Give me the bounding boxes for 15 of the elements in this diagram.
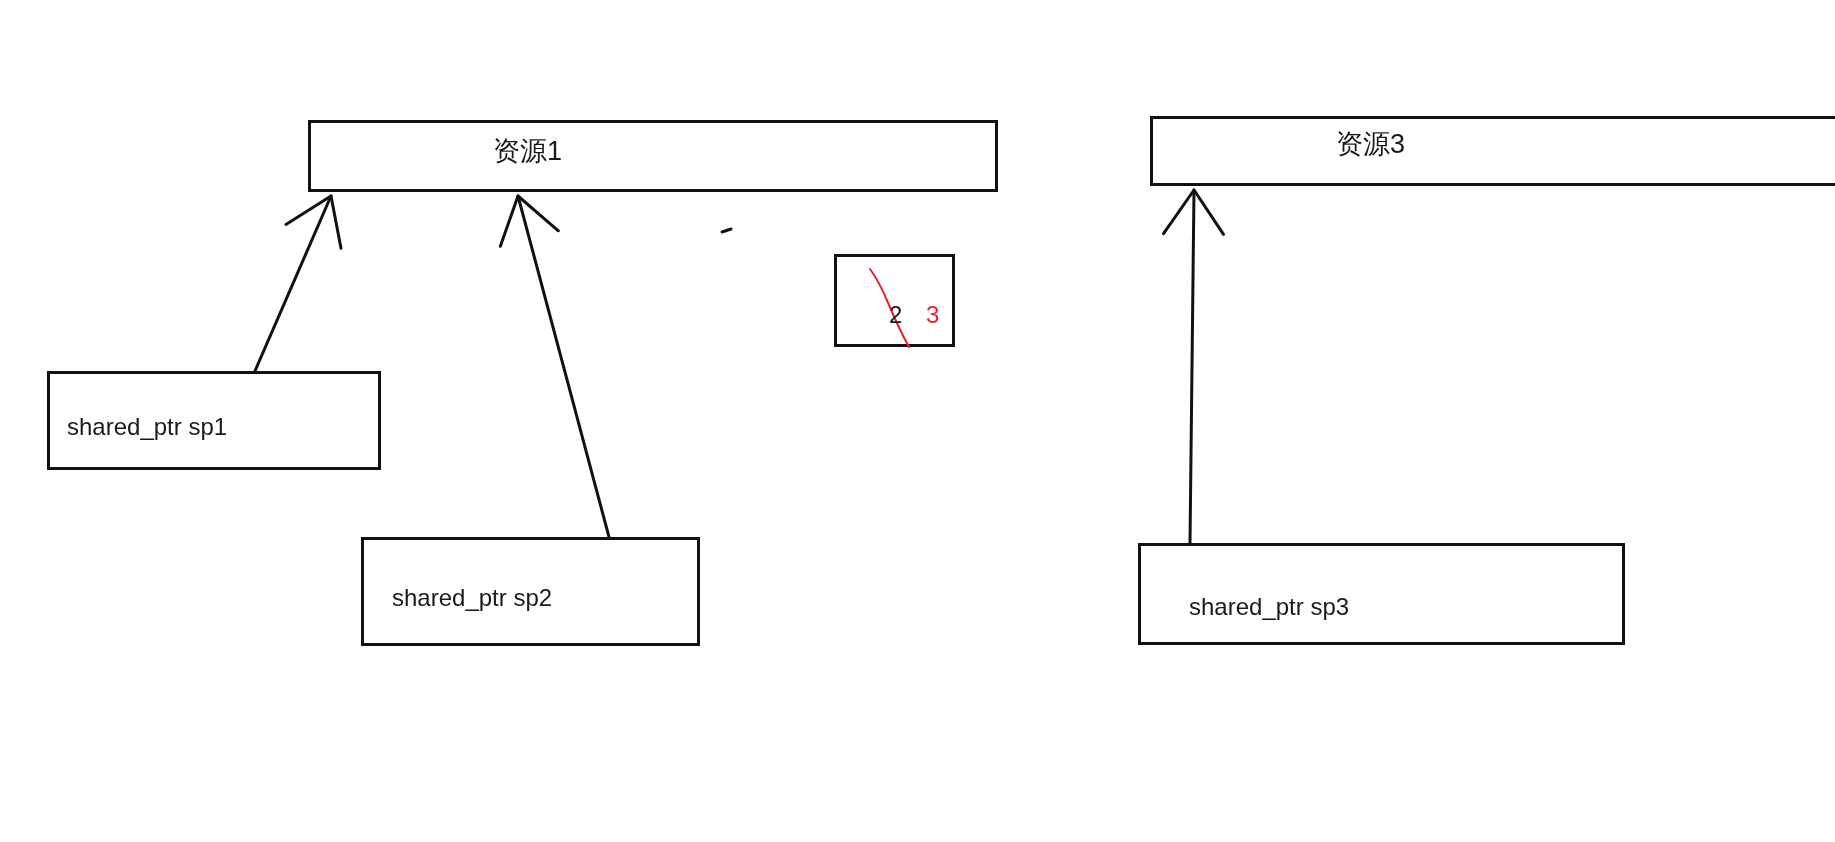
pointer-box: [1138, 543, 1625, 645]
arrow: [1162, 188, 1225, 545]
count-box: [834, 254, 955, 347]
pointer-box: [361, 537, 700, 646]
resource-box: [308, 120, 998, 192]
pointer-name: shared_ptr sp3: [1189, 593, 1350, 622]
pointer-name: shared_ptr sp2: [392, 584, 553, 613]
new-count-value: 3: [926, 301, 940, 330]
pointer-box: [47, 371, 381, 470]
resource-name: 资源3: [1336, 128, 1406, 161]
pointer-name: shared_ptr sp1: [67, 413, 228, 442]
arrow: [498, 194, 611, 539]
arrow: [253, 194, 343, 373]
resource-name: 资源1: [493, 135, 563, 168]
resource-box: [1150, 116, 1835, 186]
